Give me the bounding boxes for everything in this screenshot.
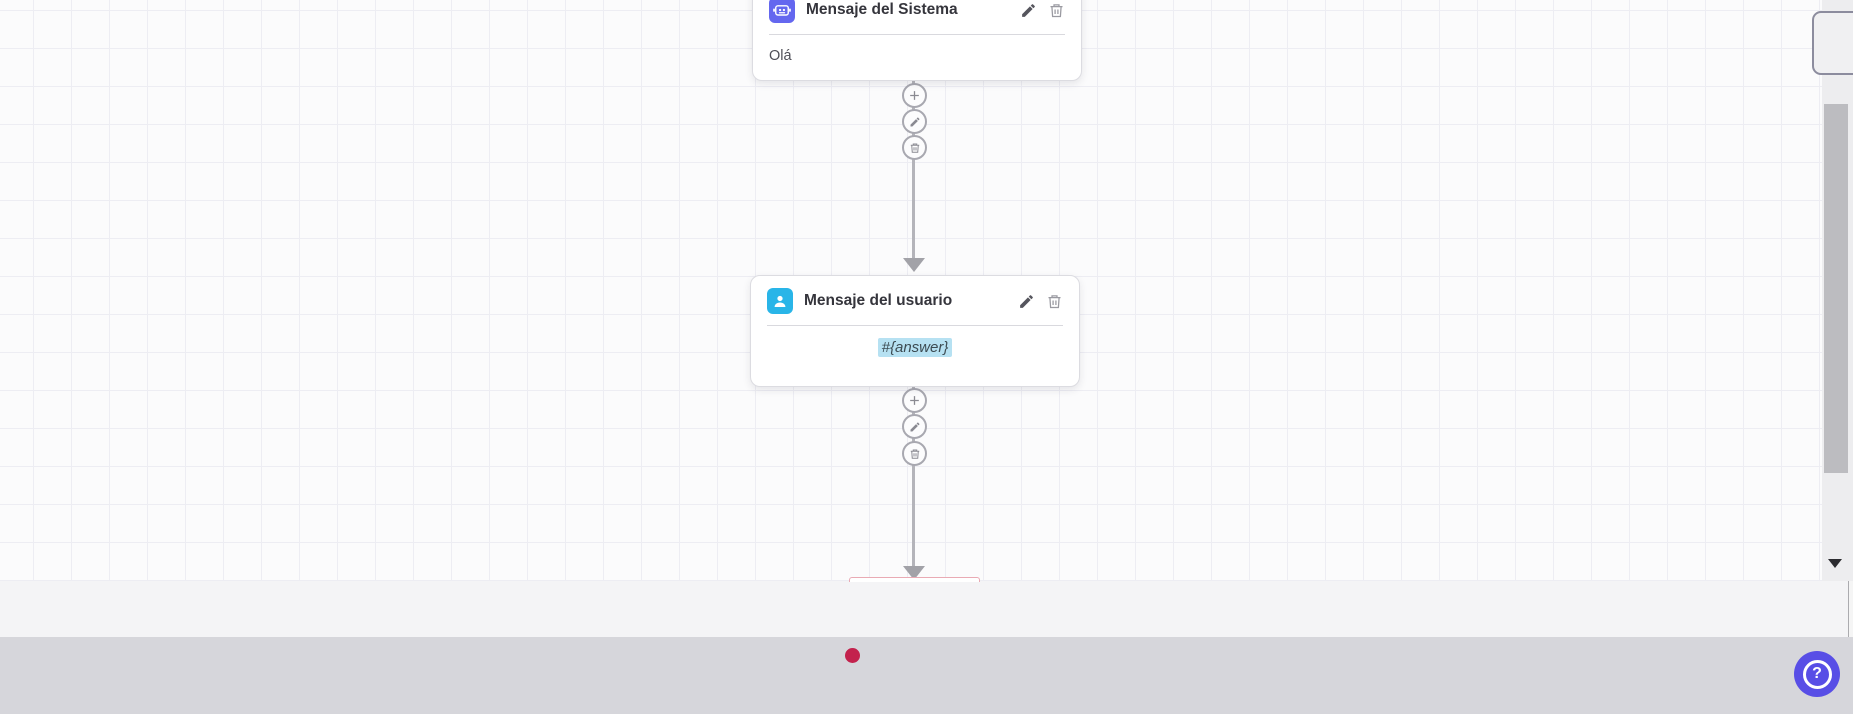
help-button[interactable]: ? (1794, 651, 1840, 697)
vertical-scrollbar-thumb[interactable] (1824, 104, 1848, 473)
variable-chip[interactable]: #{answer} (877, 338, 953, 357)
delete-step-button[interactable] (902, 441, 927, 466)
question-mark-icon: ? (1802, 659, 1832, 689)
node-user-message[interactable]: Mensaje del usuario #{answer} (750, 275, 1080, 387)
node-header: Mensaje del usuario (767, 288, 1063, 314)
node-partial-clipped[interactable] (849, 577, 980, 582)
add-step-button[interactable] (902, 83, 927, 108)
node-system-message[interactable]: Mensaje del Sistema Olá (752, 0, 1082, 81)
arrow-down-icon (903, 258, 925, 272)
divider (769, 34, 1065, 35)
unsaved-changes-badge (845, 648, 860, 663)
canvas-footer-strip (0, 581, 1853, 637)
arrow-down-icon (903, 566, 925, 580)
edit-node-icon[interactable] (1018, 293, 1035, 310)
add-step-button[interactable] (902, 388, 927, 413)
delete-node-icon[interactable] (1048, 2, 1065, 19)
edit-node-icon[interactable] (1020, 2, 1037, 19)
connector-line (912, 385, 915, 566)
node-title: Mensaje del Sistema (806, 1, 958, 18)
connector-line (912, 78, 915, 260)
robot-icon (769, 0, 795, 23)
scroll-down-arrow-icon[interactable] (1828, 559, 1842, 568)
delete-node-icon[interactable] (1046, 293, 1063, 310)
node-content: Olá (769, 48, 792, 64)
node-title: Mensaje del usuario (804, 292, 953, 309)
edit-step-button[interactable] (902, 414, 927, 439)
bottom-toolbar: Editar Apariencia Recargar Salvar Prueba (0, 637, 1853, 714)
minimap-panel[interactable] (1812, 11, 1853, 75)
flow-canvas[interactable]: Mensaje del Sistema Olá (0, 0, 1853, 582)
edit-step-button[interactable] (902, 109, 927, 134)
divider (767, 325, 1063, 326)
delete-step-button[interactable] (902, 135, 927, 160)
user-icon (767, 288, 793, 314)
node-content: #{answer} (767, 326, 1063, 357)
node-header: Mensaje del Sistema (769, 0, 1065, 23)
